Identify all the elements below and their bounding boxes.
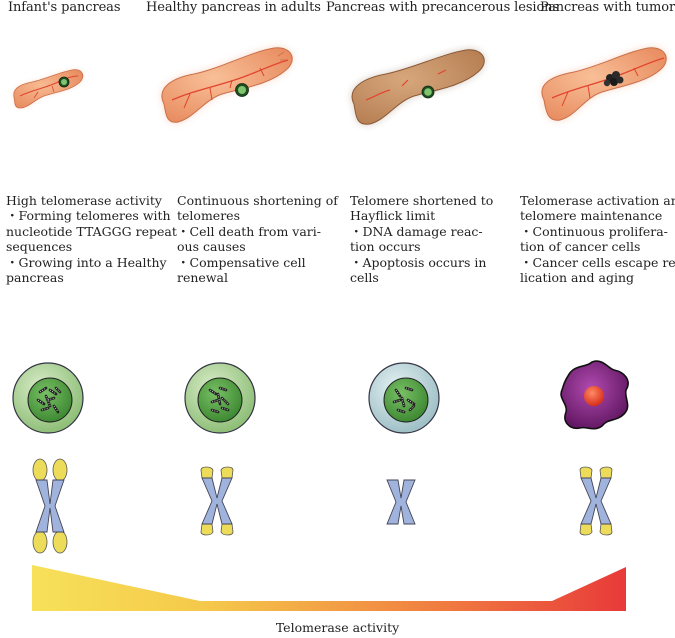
stage-description-precancerous: Telomere shortened to Hayflick limit ・DN…	[350, 193, 494, 286]
cell-infant	[12, 362, 84, 434]
cell-tumor	[560, 360, 629, 430]
stage-title-adult: Healthy pancreas in adults	[146, 0, 321, 15]
stage-title-infant: Infant's pancreas	[8, 0, 121, 15]
pancreas-infant-illustration	[13, 69, 84, 109]
stage-description-infant: High telomerase activity ・Forming telome…	[6, 193, 177, 286]
chromosome-adult	[200, 466, 234, 536]
cell-precancerous	[368, 362, 440, 434]
pancreas-precancerous-illustration	[351, 49, 485, 125]
pancreas-tumor-illustration	[541, 47, 667, 121]
telomerase-activity-bar	[32, 565, 626, 611]
chromosome-precancerous	[386, 479, 416, 525]
stage-description-adult: Continuous shortening of telomeres ・Cell…	[177, 193, 338, 286]
stage-title-tumor: Pancreas with tumors	[540, 0, 675, 15]
cell-adult	[184, 362, 256, 434]
stage-title-precancerous: Pancreas with precancerous lesions	[326, 0, 560, 15]
chromosome-infant	[32, 458, 68, 554]
telomere-icon	[579, 466, 613, 536]
stage-description-tumor: Telomerase activation and telomere maint…	[520, 193, 675, 286]
pancreas-adult-illustration	[161, 47, 293, 123]
chromosome-tumor	[579, 466, 613, 536]
telomerase-activity-label: Telomerase activity	[275, 620, 400, 635]
tumor-mass-icon	[603, 71, 624, 87]
telomere-icon	[200, 466, 234, 536]
